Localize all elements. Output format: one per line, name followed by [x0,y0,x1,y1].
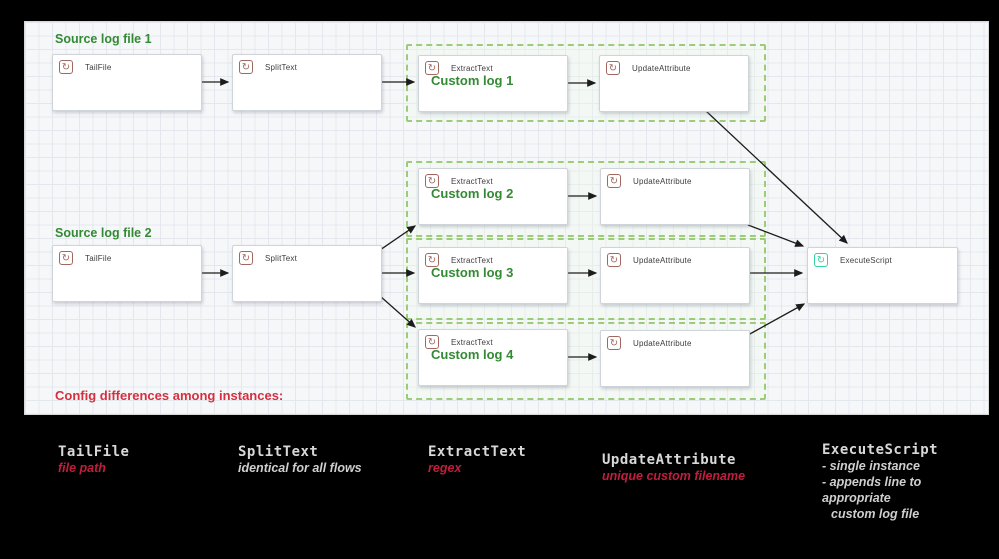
legend-splittext-header: SplitText [238,444,319,460]
legend-extracttext: ExtractText regex [428,444,526,476]
processor-extracttext-4[interactable]: ↻ ExtractText Custom log 4 [418,329,568,386]
refresh-icon: ↻ [59,60,73,74]
source-log-file-2-label: Source log file 2 [55,226,152,240]
refresh-icon: ↻ [607,253,621,267]
source-log-file-1-label: Source log file 1 [55,32,152,46]
refresh-icon: ↻ [607,174,621,188]
config-differences-heading: Config differences among instances: [55,388,284,403]
processor-tailfile-2[interactable]: ↻ TailFile [52,245,202,302]
legend-executescript-note-4: custom log file [831,507,920,521]
processor-type-label: UpdateAttribute [632,64,691,73]
processor-updateattribute-4[interactable]: ↻ UpdateAttribute [600,330,750,387]
processor-tailfile-1[interactable]: ↻ TailFile [52,54,202,111]
legend-executescript-note-1: - single instance [822,459,920,473]
refresh-icon: ↻ [59,251,73,265]
processor-extracttext-3[interactable]: ↻ ExtractText Custom log 3 [418,247,568,304]
processor-type-label: SplitText [265,63,298,72]
refresh-icon: ↻ [606,61,620,75]
legend-updateattribute: UpdateAttribute unique custom filename [602,452,745,484]
processor-extracttext-1[interactable]: ↻ ExtractText Custom log 1 [418,55,568,112]
legend-updateattribute-note: unique custom filename [602,469,746,483]
processor-extracttext-2[interactable]: ↻ ExtractText Custom log 2 [418,168,568,225]
processor-type-label: TailFile [85,254,112,263]
legend-executescript-header: ExecuteScript [822,442,939,458]
processor-type-label: ExtractText [451,177,493,186]
refresh-icon: ↻ [239,251,253,265]
flow-canvas: Source log file 1 Source log file 2 Conf… [25,22,988,414]
custom-log-3-label: Custom log 3 [431,265,514,280]
refresh-icon: ↻ [814,253,828,267]
processor-splittext-2[interactable]: ↻ SplitText [232,245,382,302]
legend-executescript-note-2: - appends line to [822,475,922,489]
processor-type-label: SplitText [265,254,298,263]
processor-type-label: UpdateAttribute [633,177,692,186]
refresh-icon: ↻ [425,174,439,188]
processor-updateattribute-2[interactable]: ↻ UpdateAttribute [600,168,750,225]
refresh-icon: ↻ [607,336,621,350]
processor-updateattribute-3[interactable]: ↻ UpdateAttribute [600,247,750,304]
legend-splittext-note: identical for all flows [238,461,362,475]
processor-splittext-1[interactable]: ↻ SplitText [232,54,382,111]
custom-log-1-label: Custom log 1 [431,73,514,88]
refresh-icon: ↻ [425,61,439,75]
custom-log-4-label: Custom log 4 [431,347,514,362]
processor-type-label: ExtractText [451,64,493,73]
legend-tailfile-note: file path [58,461,106,475]
processor-type-label: UpdateAttribute [633,256,692,265]
legend-tailfile-header: TailFile [58,444,130,460]
processor-executescript[interactable]: ↻ ExecuteScript [807,247,958,304]
processor-updateattribute-1[interactable]: ↻ UpdateAttribute [599,55,749,112]
legend-extracttext-note: regex [428,461,462,475]
processor-type-label: ExecuteScript [840,256,892,265]
processor-type-label: UpdateAttribute [633,339,692,348]
custom-log-2-label: Custom log 2 [431,186,514,201]
legend-tailfile: TailFile file path [58,444,129,476]
legend-executescript: ExecuteScript - single instance - append… [822,442,938,522]
refresh-icon: ↻ [239,60,253,74]
refresh-icon: ↻ [425,335,439,349]
legend-splittext: SplitText identical for all flows [238,444,362,476]
refresh-icon: ↻ [425,253,439,267]
processor-type-label: ExtractText [451,256,493,265]
legend-extracttext-header: ExtractText [428,444,527,460]
legend-updateattribute-header: UpdateAttribute [602,452,736,468]
processor-type-label: TailFile [85,63,112,72]
processor-type-label: ExtractText [451,338,493,347]
legend-executescript-note-3: appropriate [822,491,891,505]
